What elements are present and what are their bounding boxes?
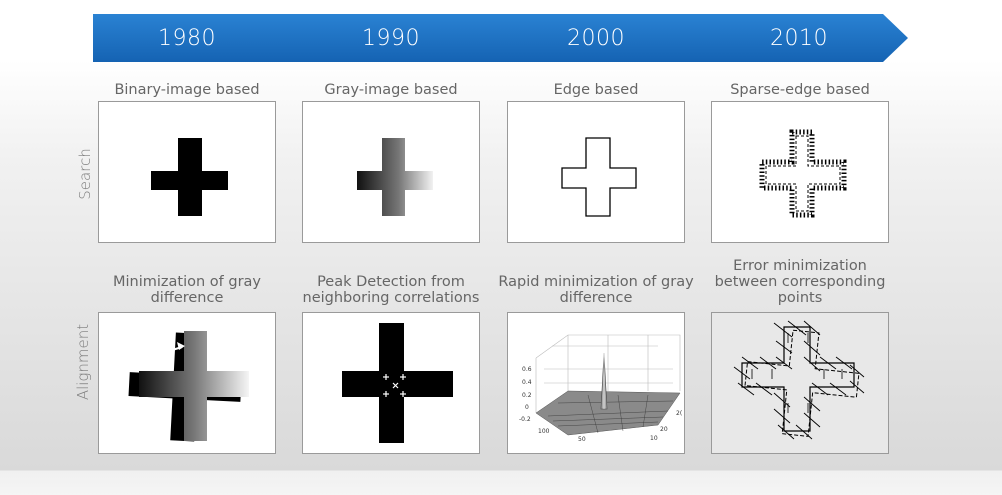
panel-gray-image	[302, 101, 480, 243]
svg-text:-0.2: -0.2	[519, 416, 531, 423]
year-1980: 1980	[158, 26, 216, 51]
col-title-sparse-edge: Sparse-edge based	[730, 82, 870, 98]
row-label-alignment: Alignment	[74, 323, 92, 401]
svg-text:2(: 2(	[676, 410, 682, 417]
svg-text:0.4: 0.4	[522, 379, 532, 386]
col-title-gray-image: Gray-image based	[324, 82, 458, 98]
svg-text:0.6: 0.6	[522, 366, 532, 373]
timeline-banner: 1980 1990 2000 2010	[93, 14, 908, 62]
svg-text:50: 50	[578, 436, 586, 443]
panel-edge	[507, 101, 685, 243]
col-title-peak-detection: Peak Detection from neighboring correlat…	[302, 274, 480, 306]
col-title-min-gray-diff: Minimization of gray difference	[112, 274, 261, 306]
year-2010: 2010	[770, 26, 828, 51]
panel-min-gray-diff	[98, 312, 276, 454]
svg-text:10: 10	[650, 435, 658, 442]
col-title-rapid-min: Rapid minimization of gray difference	[498, 274, 694, 306]
col-title-binary-image: Binary-image based	[114, 82, 260, 98]
panel-peak-detection	[302, 312, 480, 454]
corresponding-points-cross-icon	[733, 320, 865, 440]
surface-plot-icon: 0.6 0.4 0.2 0 -0.2 100 50 20 10 2(	[519, 334, 682, 443]
col-title-error-min: Error minimization between corresponding…	[714, 258, 886, 306]
year-1990: 1990	[362, 26, 420, 51]
panel-surface-plot: 0.6 0.4 0.2 0 -0.2 100 50 20 10 2(	[507, 312, 685, 454]
sparse-edge-cross-icon	[759, 129, 847, 218]
row-label-search: Search	[76, 148, 94, 200]
overlapping-cross-icon	[128, 331, 249, 442]
year-2000: 2000	[567, 26, 625, 51]
gradient-cross-icon	[357, 138, 433, 216]
svg-text:20: 20	[660, 426, 668, 433]
col-title-edge: Edge based	[553, 82, 639, 98]
cross-shape-icon	[151, 138, 228, 216]
svg-text:0: 0	[525, 404, 529, 411]
panel-sparse-edge	[711, 101, 889, 243]
svg-text:100: 100	[538, 428, 550, 435]
timeline-arrow-icon	[93, 14, 908, 62]
cross-with-markers-icon	[342, 323, 453, 443]
outline-cross-icon	[561, 137, 637, 217]
svg-text:0.2: 0.2	[522, 392, 532, 399]
plus-marker-icon	[383, 374, 406, 397]
arrow-icon	[168, 342, 185, 352]
panel-binary-image	[98, 101, 276, 243]
panel-corresponding-points	[711, 312, 889, 454]
